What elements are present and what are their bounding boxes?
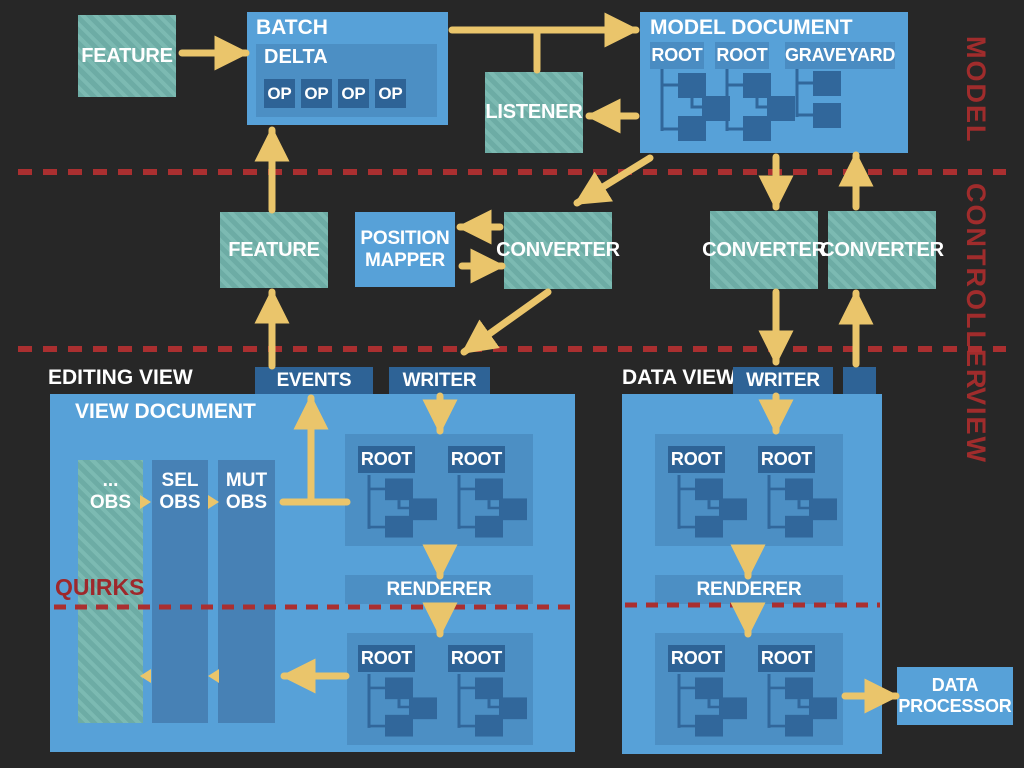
listener-label: LISTENER [485,101,583,123]
feature-label: FEATURE [228,238,320,261]
writer-box-data: WRITER [733,367,833,394]
node-tree [677,475,747,538]
observer-top: MUT [225,470,268,491]
view-document-label: VIEW DOCUMENT [75,400,256,423]
arrow-batch-to-model-document [448,12,640,74]
node-tree [367,475,437,538]
events-label: EVENTS [276,369,352,391]
op-row: OP OP OP OP [264,79,406,108]
converter-label: CONVERTER [496,239,620,261]
model-document-box: MODEL DOCUMENT ROOT ROOT GRAVEYARD [640,12,908,153]
converter-box-upcast: CONVERTER [820,211,944,289]
root-header: ROOT [668,446,725,473]
position-mapper-box: POSITION MAPPER [355,212,455,287]
root-header: ROOT [758,446,815,473]
observer-column-generic: ... OBS [78,460,143,723]
converter-label: CONVERTER [820,238,944,261]
arrow-model-document-to-converter [573,154,654,207]
model-root-header: ROOT [715,42,769,69]
observer-bottom: OBS [159,491,201,513]
model-graveyard-header: GRAVEYARD [785,42,895,69]
data-view-title: DATA VIEW [622,366,736,389]
delta-box: DELTA OP OP OP OP [256,44,437,117]
writer-label: WRITER [746,369,820,391]
root-header: ROOT [668,645,725,672]
writer-box-editing: WRITER [389,367,490,394]
batch-box: BATCH DELTA OP OP OP OP [247,12,448,125]
node-tree [457,475,527,538]
node-tree [660,69,730,141]
editing-view-bottom-roots-panel: ROOT ROOT [347,633,533,745]
delta-label: DELTA [264,46,328,68]
op-box: OP [301,79,332,108]
renderer-bar-editing: RENDERER [345,575,533,604]
root-header: ROOT [758,645,815,672]
view-document-container: VIEW DOCUMENT ... OBS SEL OBS MUT OBS QU… [50,394,575,752]
model-root-header: ROOT [650,42,704,69]
view-layer-label: VIEW [961,387,991,465]
data-processor-label: DATA PROCESSOR [898,675,1012,716]
renderer-bar-data: RENDERER [655,575,843,604]
renderer-label: RENDERER [696,578,802,600]
node-tree [725,69,795,141]
observer-top: ... [102,470,119,491]
converter-label: CONVERTER [702,238,826,261]
batch-label: BATCH [256,16,328,39]
root-header: ROOT [358,446,415,473]
node-tree [457,674,527,737]
observer-column-selection: SEL OBS [152,460,208,723]
data-view-top-roots-panel: ROOT ROOT [655,434,843,546]
data-view-container: ROOT ROOT RENDERER ROOT ROOT [622,394,882,754]
node-tree-graveyard [795,69,841,128]
observer-bottom: OBS [89,491,132,513]
writer-label: WRITER [402,369,477,391]
listener-box: LISTENER [485,72,583,153]
model-document-label: MODEL DOCUMENT [650,16,853,39]
observer-top: SEL [161,470,199,491]
renderer-label: RENDERER [386,578,492,600]
editing-view-top-roots-panel: ROOT ROOT [345,434,533,546]
observer-column-mutation: MUT OBS [218,460,275,723]
data-view-bottom-roots-panel: ROOT ROOT [655,633,843,745]
arrow-converter-to-editing-writer [460,288,552,356]
op-box: OP [264,79,295,108]
quirks-label: QUIRKS [55,574,145,600]
feature-box-controller: FEATURE [220,212,328,288]
feature-label: FEATURE [81,44,173,67]
editing-view-title: EDITING VIEW [48,366,193,389]
observer-bottom: OBS [225,491,268,513]
writer-stub-box [843,367,876,394]
op-box: OP [338,79,369,108]
converter-box-downcast: CONVERTER [702,211,826,289]
position-mapper-label: POSITION MAPPER [360,227,450,271]
controller-layer-label: CONTROLLER [961,183,991,391]
node-tree [767,475,837,538]
model-layer-label: MODEL [961,36,991,144]
node-tree [767,674,837,737]
root-header: ROOT [448,645,505,672]
events-box: EVENTS [255,367,373,394]
converter-box-left: CONVERTER [496,212,620,289]
root-header: ROOT [358,645,415,672]
data-processor-box: DATA PROCESSOR [897,667,1013,725]
op-box: OP [375,79,406,108]
feature-box-model: FEATURE [78,15,176,97]
root-header: ROOT [448,446,505,473]
node-tree [677,674,747,737]
node-tree [367,674,437,737]
